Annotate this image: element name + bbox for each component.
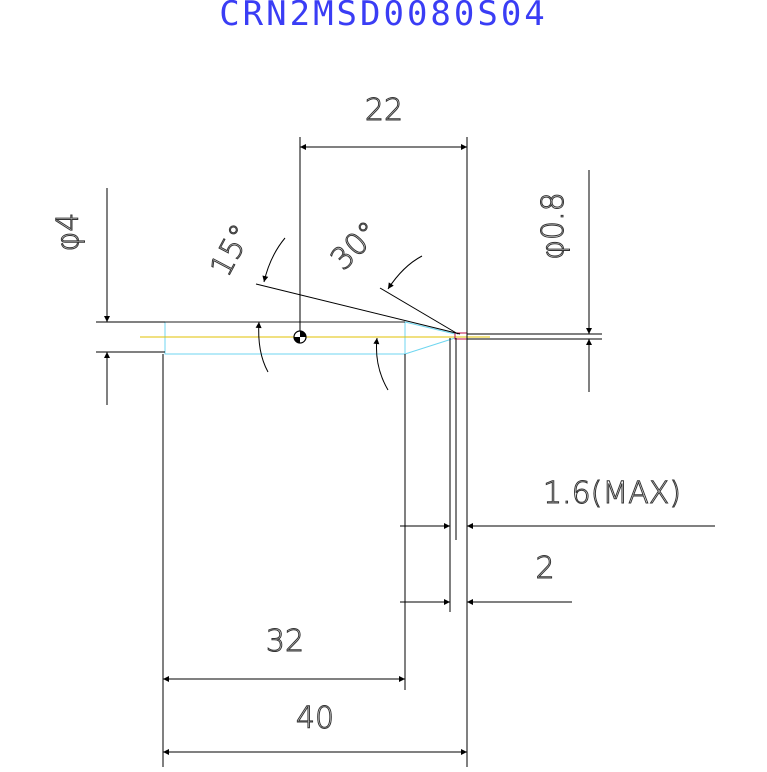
dim-tip-max-label: 1.6(MAX) — [543, 476, 681, 511]
angle-15: 15° — [203, 218, 286, 373]
angle-15-label: 15° — [204, 219, 260, 282]
extension-lines — [96, 137, 602, 767]
dim-tip-gap-label: 2 — [535, 551, 554, 586]
dim-shank-diameter-label: φ4 — [51, 213, 86, 252]
dim-neck-length: 22 — [300, 93, 467, 150]
dim-tip-gap: 2 — [400, 551, 572, 605]
tool-body — [164, 321, 456, 355]
dim-flute-length-label: 32 — [266, 624, 304, 659]
dim-tip-max: 1.6(MAX) — [400, 476, 715, 529]
origin-marker — [293, 330, 307, 344]
dim-overall-length: 40 — [163, 701, 467, 755]
dim-neck-length-label: 22 — [365, 93, 403, 128]
dim-flute-length: 32 — [163, 624, 405, 682]
tool-tip — [454, 332, 468, 340]
drawing-title: CRN2MSD0080S04 — [219, 0, 548, 34]
dim-overall-length-label: 40 — [296, 701, 334, 736]
dim-tip-diameter-label: φ0.8 — [536, 192, 571, 260]
angle-30-label: 30° — [324, 215, 386, 277]
dim-tip-diameter: φ0.8 — [536, 170, 592, 392]
angle-30: 30° — [324, 215, 423, 391]
dim-shank-diameter: φ4 — [51, 188, 110, 405]
